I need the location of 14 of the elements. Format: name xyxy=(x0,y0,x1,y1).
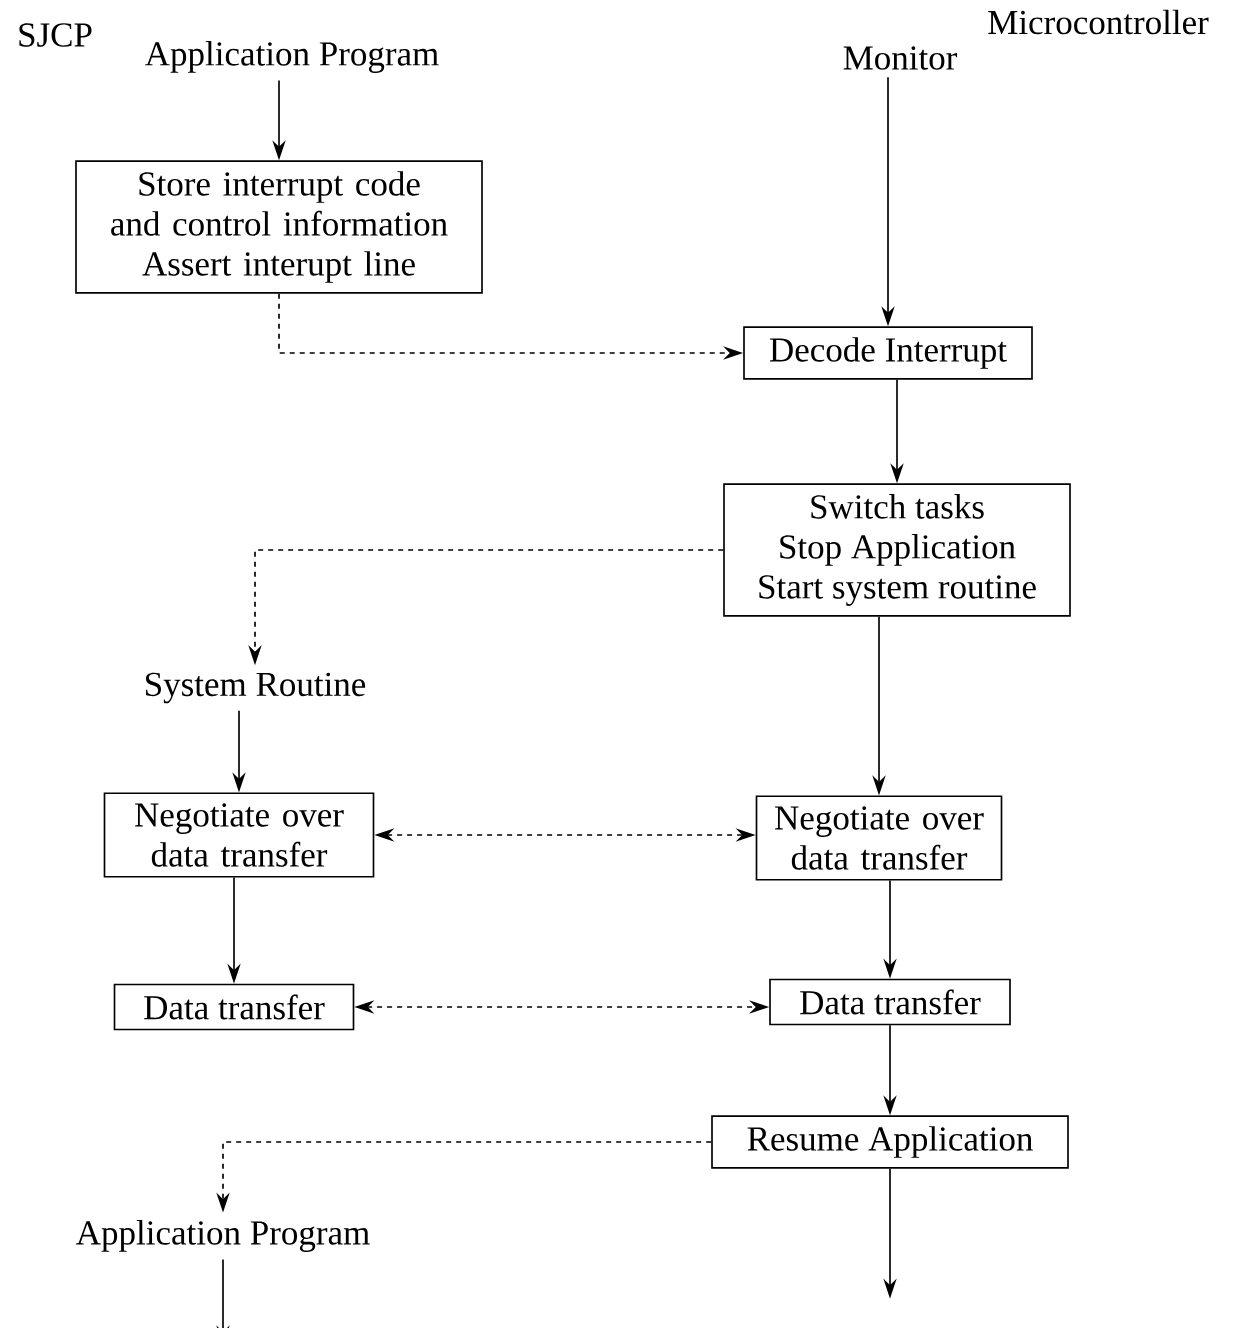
process-box: Resume Application xyxy=(711,1115,1069,1169)
process-box: Switch tasks Stop Application Start system routine xyxy=(723,483,1071,617)
step-label: Monitor xyxy=(843,46,958,70)
process-box: Store interrupt code and control information Assert interupt line xyxy=(75,160,483,294)
step-label: Application Program xyxy=(145,41,439,73)
process-box: Data transfer xyxy=(769,978,1011,1026)
column-heading: Microcontroller xyxy=(988,9,1209,35)
column-heading: SJCP xyxy=(19,23,92,47)
process-box: Negotiate over data transfer xyxy=(103,792,375,878)
process-box: Data transfer xyxy=(113,983,355,1031)
step-label: Application Program xyxy=(76,1220,370,1252)
step-label: System Routine xyxy=(146,672,366,704)
process-box: Decode Interrupt xyxy=(743,326,1033,380)
process-box: Negotiate over data transfer xyxy=(755,795,1003,881)
